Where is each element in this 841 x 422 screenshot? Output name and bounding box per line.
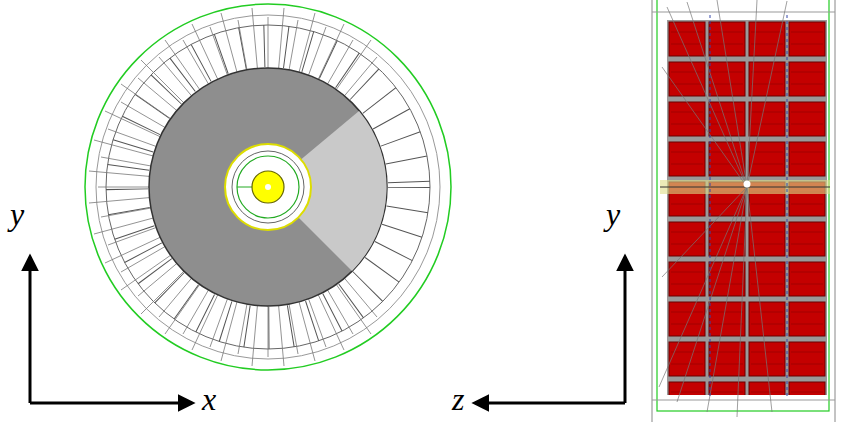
axis-label: z	[452, 383, 464, 415]
end-view	[85, 4, 451, 370]
axis-label: y	[10, 198, 24, 230]
side-view	[652, 0, 835, 422]
axis-label: x	[202, 383, 216, 415]
axis-label: y	[606, 198, 620, 230]
axes	[30, 257, 625, 403]
